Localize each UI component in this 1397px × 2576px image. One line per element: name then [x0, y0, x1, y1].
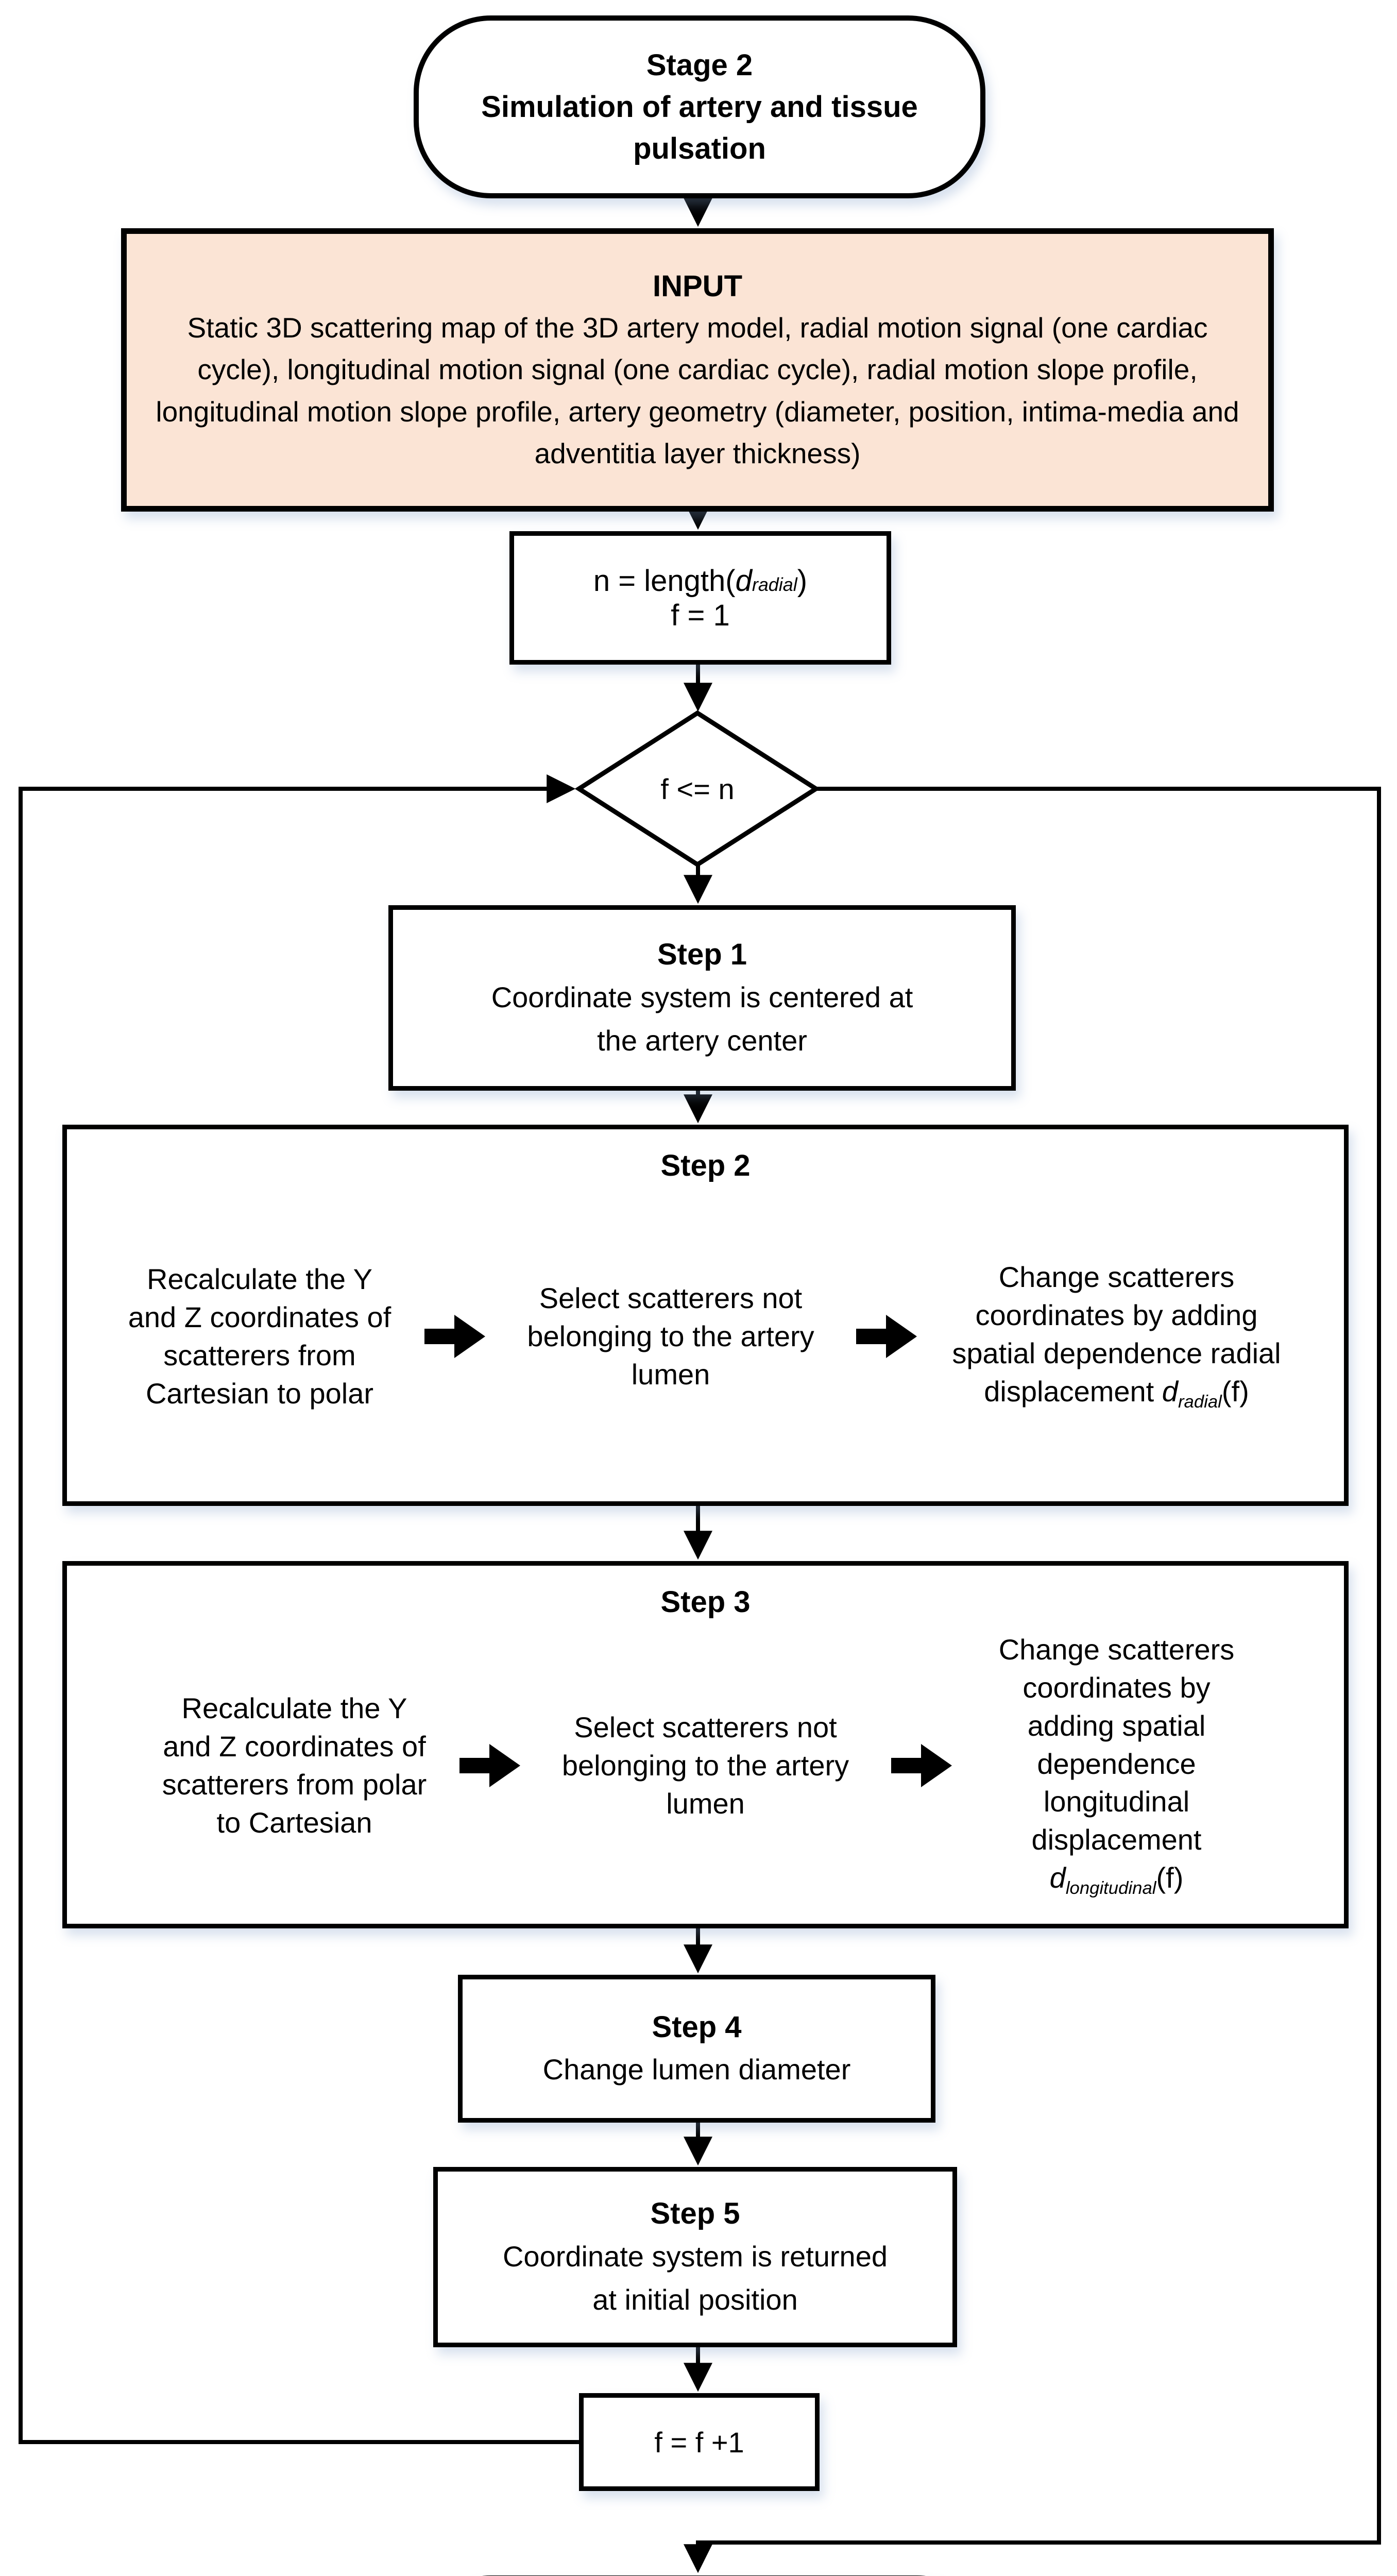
step3-col3: Change scatterers coordinates by adding … [998, 1633, 1235, 1899]
step1-body: Coordinate system is centered at the art… [491, 980, 913, 1057]
step1-box: Step 1 Coordinate system is centered at … [388, 905, 1016, 1091]
input-box: INPUT Static 3D scattering map of the 3D… [121, 228, 1274, 512]
step2-box: Step 2 Recalculate the Y and Z coordinat… [62, 1125, 1349, 1506]
step1-title: Step 1 [657, 938, 747, 972]
step3-col2: Select scatterers not belonging to the a… [561, 1711, 849, 1820]
increment-box: f = f +1 [579, 2393, 820, 2491]
step3-row: Recalculate the Y and Z coordinates of s… [67, 1623, 1344, 1924]
init-line2: f = 1 [671, 598, 730, 632]
step5-box: Step 5 Coordinate system is returned at … [433, 2167, 957, 2347]
step2-title: Step 2 [660, 1149, 751, 1182]
decision-label: f <= n [660, 772, 735, 805]
increment-label: f = f +1 [654, 2426, 744, 2459]
stage2-title: Stage 2 Simulation of artery and tissue … [481, 48, 918, 166]
step2-row: Recalculate the Y and Z coordinates of s… [67, 1187, 1344, 1501]
stage2-terminal: Stage 2 Simulation of artery and tissue … [414, 15, 985, 198]
step5-title: Step 5 [650, 2197, 740, 2231]
step2-col3: Change scatterers coordinates by adding … [952, 1261, 1281, 1412]
step2-col2: Select scatterers not belonging to the a… [527, 1281, 814, 1391]
step3-box: Step 3 Recalculate the Y and Z coordinat… [62, 1561, 1349, 1928]
step3-title: Step 3 [660, 1585, 751, 1619]
right-arrow-icon [424, 1314, 485, 1358]
right-arrow-icon [891, 1744, 952, 1788]
input-title: INPUT [653, 269, 742, 303]
step3-col1: Recalculate the Y and Z coordinates of s… [162, 1692, 427, 1839]
input-body: Static 3D scattering map of the 3D arter… [156, 311, 1239, 469]
step4-body: Change lumen diameter [542, 2053, 851, 2086]
decision-diamond: f <= n [579, 713, 816, 865]
right-arrow-icon [856, 1314, 917, 1358]
right-arrow-icon [459, 1744, 520, 1788]
step5-body: Coordinate system is returned at initial… [502, 2240, 888, 2316]
step4-title: Step 4 [652, 2010, 742, 2044]
step4-box: Step 4 Change lumen diameter [458, 1975, 935, 2123]
step2-col1: Recalculate the Y and Z coordinates of s… [128, 1262, 391, 1410]
